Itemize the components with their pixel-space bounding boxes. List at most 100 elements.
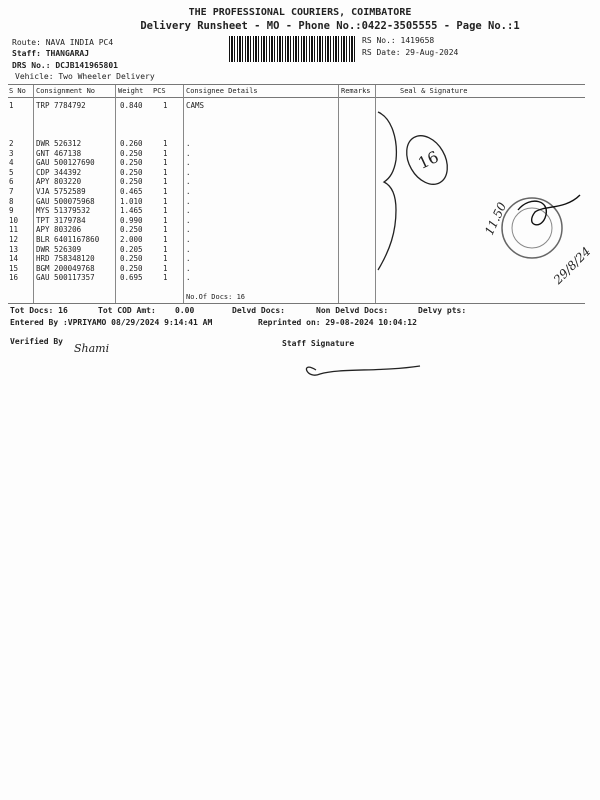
consignment-no: GAU 500075968 <box>36 196 95 206</box>
s-no: 3 <box>9 148 14 158</box>
tot-cod-value: 0.00 <box>175 306 195 315</box>
entered-by: Entered By :VPRIYAMO 08/29/2024 9:14:41 … <box>10 318 213 327</box>
consignee-details: . <box>186 225 191 235</box>
pcs: 1 <box>163 177 168 187</box>
weight: 2.000 <box>120 235 143 244</box>
s-no: 15 <box>9 263 19 273</box>
pcs: 1 <box>163 206 168 216</box>
consignee-details: CAMS <box>186 101 205 110</box>
runsheet-subtitle: Delivery Runsheet - MO - Phone No.:0422-… <box>140 20 520 32</box>
rs-number: RS No.: 1419658 <box>362 36 435 45</box>
drs-number: DRS No.: DCJB141965801 <box>12 61 118 70</box>
col-consignment: Consignment No <box>36 87 96 95</box>
tot-cod-label: Tot COD Amt: <box>98 306 156 315</box>
consignment-no: VJA 5752589 <box>36 187 86 196</box>
col-weight: Weight <box>118 87 144 95</box>
s-no: 16 <box>9 273 19 283</box>
consignment-no: APY 803220 <box>36 177 82 187</box>
no-of-docs: No.Of Docs: 16 <box>186 293 246 301</box>
s-no: 12 <box>9 235 19 244</box>
delvd-docs: Delvd Docs: <box>232 306 285 315</box>
col-consignee: Consignee Details <box>186 87 258 95</box>
s-no: 5 <box>9 167 14 177</box>
pcs: 1 <box>163 148 168 158</box>
route: Route: NAVA INDIA PC4 <box>12 38 114 47</box>
weight: 0.695 <box>120 273 143 283</box>
company-title: THE PROFESSIONAL COURIERS, COIMBATORE <box>188 7 412 18</box>
consignee-details: . <box>186 158 191 168</box>
rs-date: RS Date: 29-Aug-2024 <box>362 48 459 57</box>
consignee-details: . <box>186 177 191 187</box>
s-no: 14 <box>9 254 19 264</box>
consignment-no: HRD 758348120 <box>36 254 95 264</box>
weight: 0.250 <box>120 263 143 273</box>
pcs: 1 <box>163 273 168 283</box>
consignment-no: CDP 344392 <box>36 167 82 177</box>
s-no: 13 <box>9 244 19 254</box>
pcs: 1 <box>163 254 168 264</box>
s-no: 9 <box>9 206 14 216</box>
weight: 0.840 <box>120 101 143 110</box>
consignee-details: . <box>186 187 191 196</box>
staff: Staff: THANGARAJ <box>12 49 90 58</box>
consignee-details: . <box>186 235 191 244</box>
consignment-table: S No Consignment No Weight PCS Consignee… <box>8 84 585 304</box>
col-seal: Seal & Signature <box>400 87 468 95</box>
weight: 0.250 <box>120 158 143 168</box>
pcs: 1 <box>163 225 168 235</box>
table-row: 15 BGM 200049768 0.250 1. <box>8 263 585 273</box>
pcs: 1 <box>163 196 168 206</box>
pcs: 1 <box>163 187 168 196</box>
table-row: 5 CDP 344392 0.250 1. <box>8 167 585 177</box>
weight: 0.250 <box>120 177 143 187</box>
s-no: 10 <box>9 215 19 225</box>
consignee-details: . <box>186 254 191 264</box>
consignment-no: BGM 200049768 <box>36 263 95 273</box>
consignee-details: . <box>186 215 191 225</box>
table-row: 14 HRD 758348120 0.250 1. <box>8 254 585 264</box>
pcs: 1 <box>163 215 168 225</box>
consignee-details: . <box>186 139 191 148</box>
weight: 0.205 <box>120 244 143 254</box>
pcs: 1 <box>163 158 168 168</box>
weight: 0.250 <box>120 148 143 158</box>
table-header: S No Consignment No Weight PCS Consignee… <box>8 85 585 98</box>
consignee-details: . <box>186 196 191 206</box>
pcs: 1 <box>163 167 168 177</box>
consignment-no: GAU 500127690 <box>36 158 95 168</box>
s-no: 11 <box>9 225 19 235</box>
staff-signature <box>305 365 421 376</box>
consignment-no: DWR 526312 <box>36 139 82 148</box>
consignee-details: . <box>186 167 191 177</box>
consignment-no: DWR 526309 <box>36 244 82 254</box>
pcs: 1 <box>163 263 168 273</box>
weight: 1.465 <box>120 206 143 216</box>
verified-by: Verified By <box>10 337 63 346</box>
consignee-details: . <box>186 273 191 283</box>
consignment-no: BLR 6401167860 <box>36 235 100 244</box>
col-remarks: Remarks <box>341 87 371 95</box>
s-no: 4 <box>9 158 14 168</box>
delvy-pts: Delvy pts: <box>418 306 467 315</box>
staff-signature-label: Staff Signature <box>282 339 355 348</box>
weight: 0.250 <box>120 167 143 177</box>
s-no: 2 <box>9 139 14 148</box>
weight: 0.250 <box>120 254 143 264</box>
consignment-no: TPT 3179784 <box>36 215 86 225</box>
barcode <box>229 36 355 62</box>
consignee-details: . <box>186 263 191 273</box>
s-no: 7 <box>9 187 14 196</box>
consignment-no: GNT 467138 <box>36 148 82 158</box>
vehicle: Vehicle: Two Wheeler Delivery <box>15 72 155 81</box>
